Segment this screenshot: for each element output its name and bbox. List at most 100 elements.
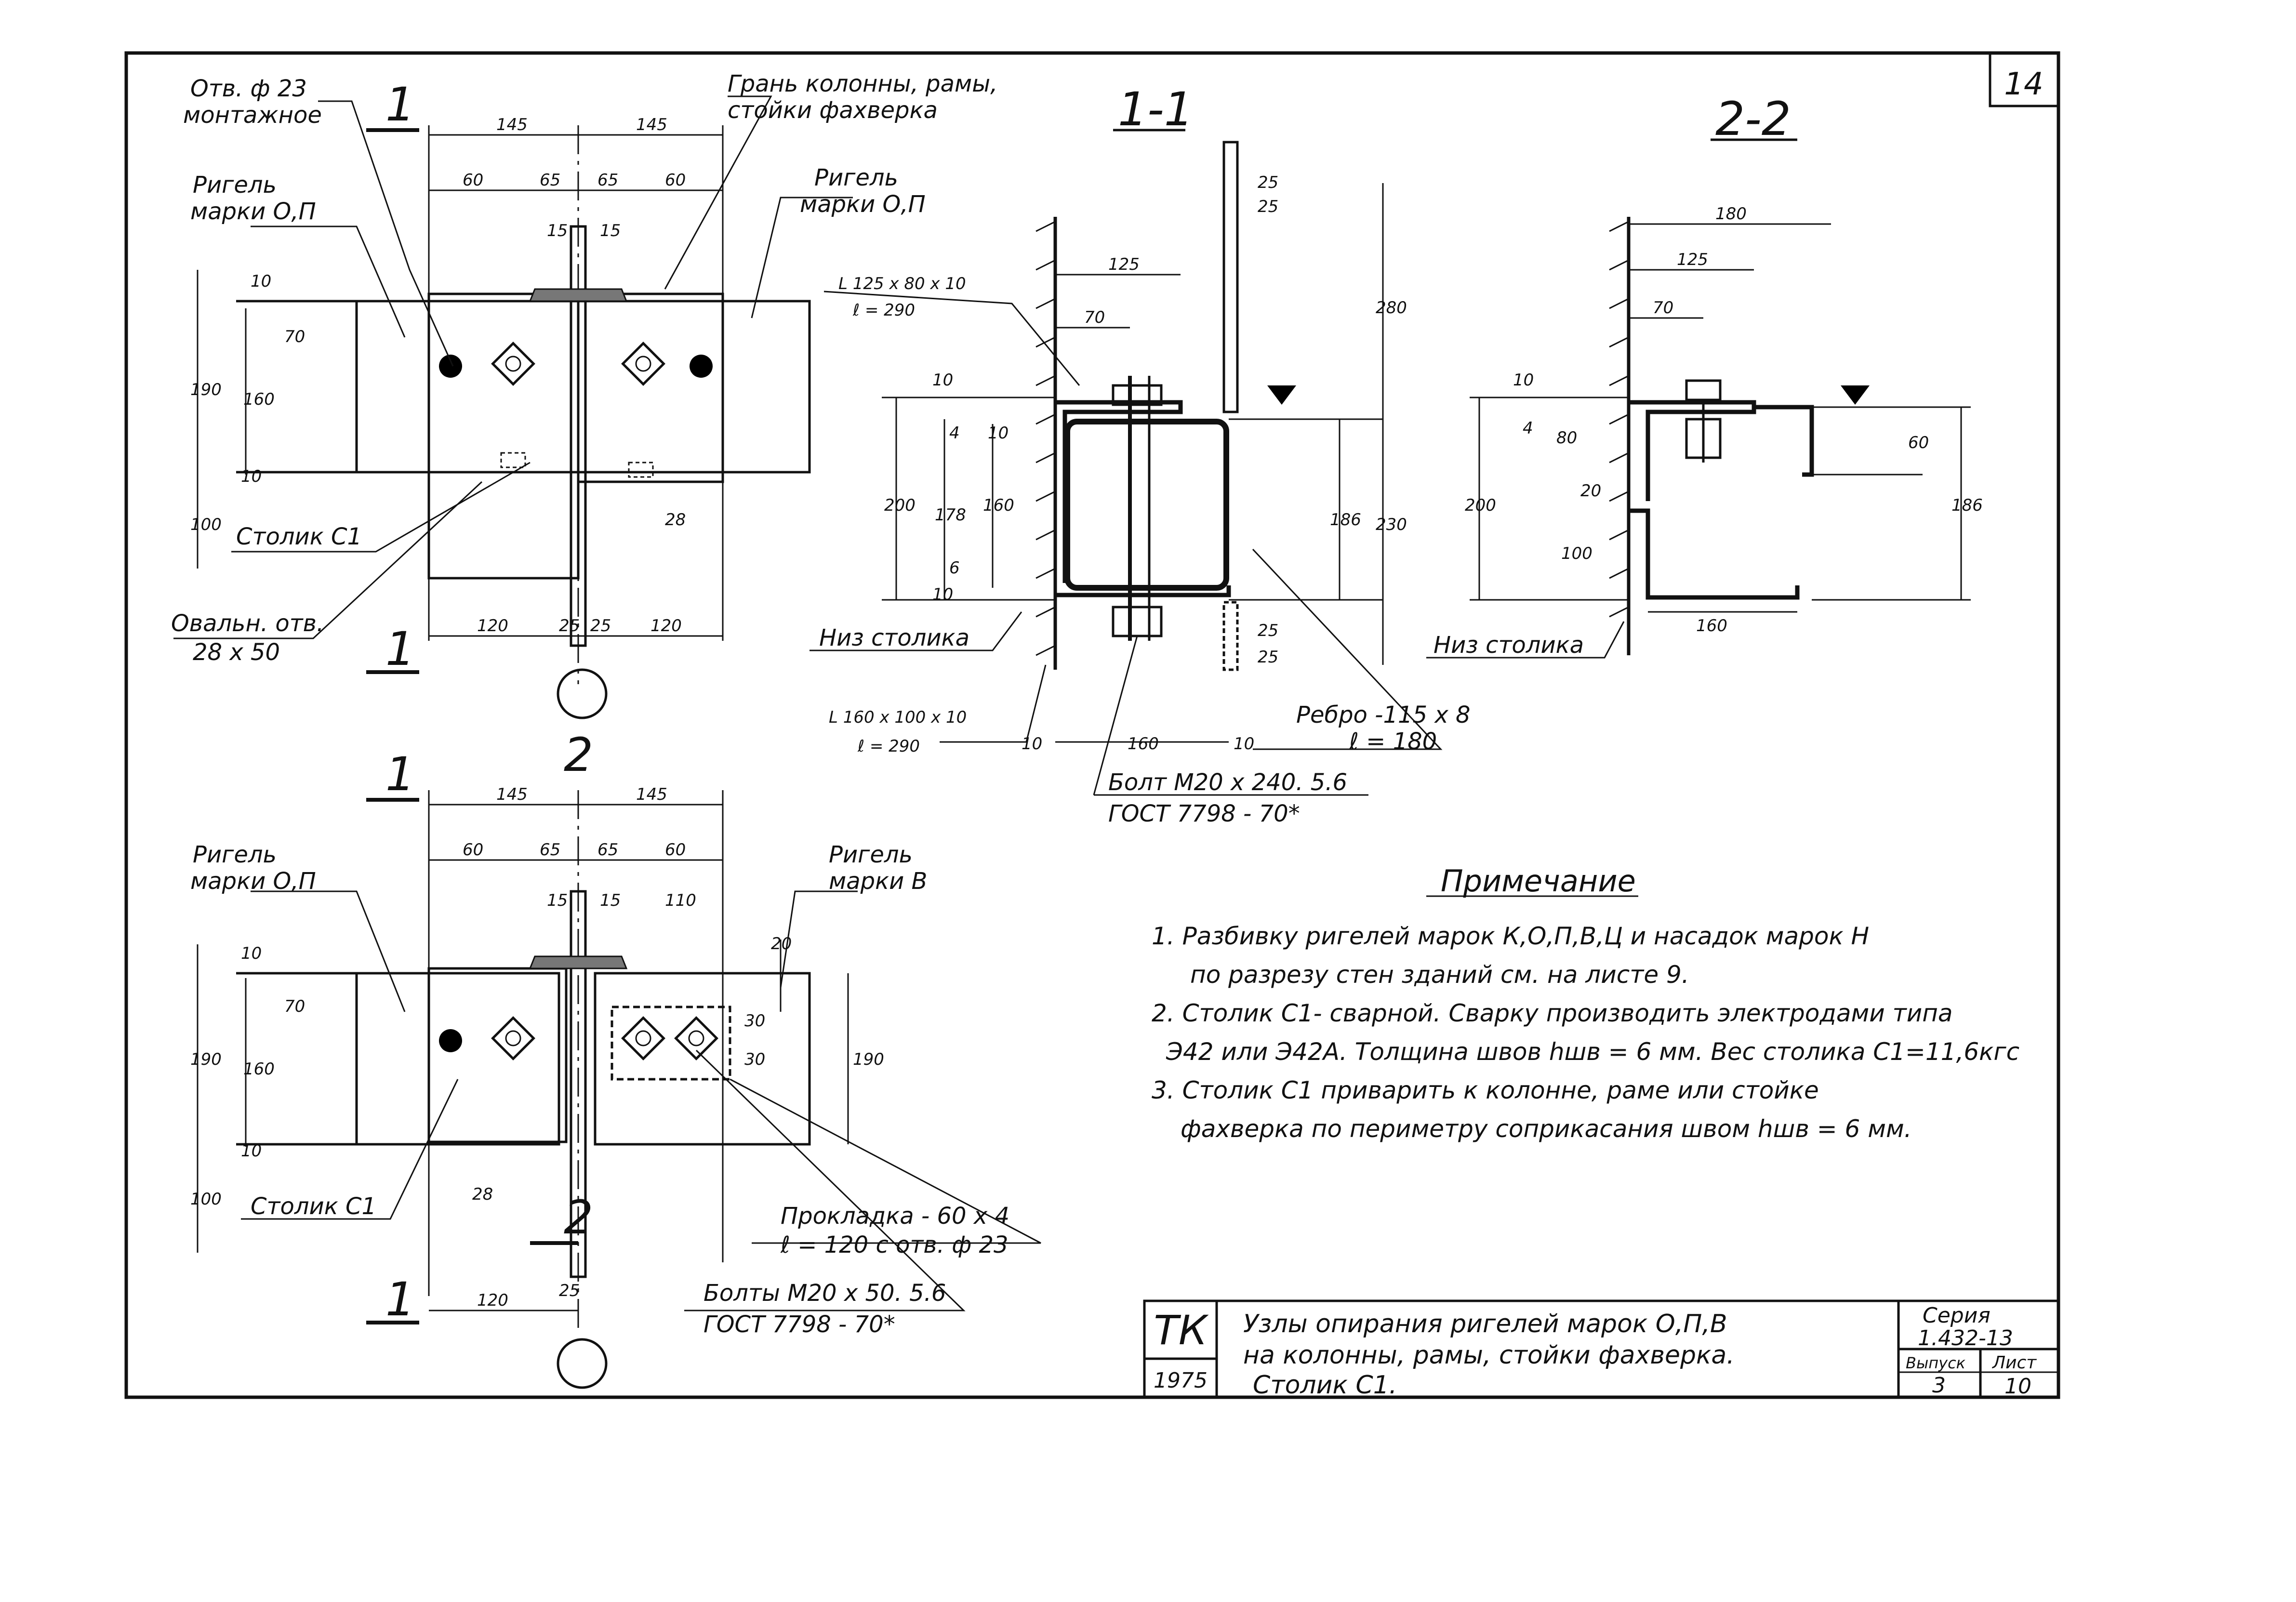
top-dim: 145 bbox=[496, 115, 528, 134]
sec22-dim: 160 bbox=[1696, 616, 1727, 636]
bottom-plan-view: 1 1 2 bbox=[197, 747, 1041, 1389]
top-dim: 65 bbox=[540, 171, 560, 190]
sec22-dim: 70 bbox=[1653, 298, 1673, 318]
top-table-label: Столик С1 bbox=[236, 523, 362, 550]
bottom-girder-left: Ригель bbox=[193, 841, 277, 868]
notes: Примечание 1. Разбивку ригелей марок К,О… bbox=[1152, 863, 2019, 1143]
top-oval-size: 28 х 50 bbox=[193, 639, 280, 666]
sec11-dim: 160 bbox=[983, 496, 1014, 515]
title-org: ТК bbox=[1154, 1307, 1209, 1354]
bottom-dim: 65 bbox=[540, 840, 560, 860]
bottom-bolts-gost: ГОСТ 7798 - 70* bbox=[703, 1311, 895, 1338]
section-2-2-dims: 180 125 70 10 4 80 20 200 100 60 186 160 bbox=[1465, 204, 1983, 636]
top-hole-sub: монтажное bbox=[183, 102, 322, 129]
sec11-bolt: Болт М20 х 240. 5.6 bbox=[1108, 769, 1347, 796]
sheet-frame bbox=[124, 51, 2060, 1399]
top-cut-mark-1: 1 bbox=[385, 78, 415, 132]
sec11-rib-len: ℓ = 180 bbox=[1349, 728, 1437, 755]
bottom-dim: 120 bbox=[477, 1291, 508, 1310]
sec11-dim: 200 bbox=[884, 496, 916, 515]
sheet-number: 10 bbox=[2004, 1374, 2031, 1399]
bottom-dim: 70 bbox=[284, 997, 305, 1016]
section-1-1 bbox=[810, 129, 1443, 796]
sec11-dim: 125 bbox=[1108, 255, 1140, 274]
sec11-dim: 10 bbox=[988, 424, 1009, 443]
bottom-dim: 145 bbox=[496, 785, 528, 804]
bottom-cut-mark-1b: 1 bbox=[385, 1272, 415, 1326]
top-dim: 120 bbox=[650, 616, 682, 636]
top-dim: 60 bbox=[463, 171, 483, 190]
top-dim: 10 bbox=[251, 272, 271, 291]
sec11-dim: 4 bbox=[949, 424, 960, 443]
bottom-dim: 10 bbox=[241, 944, 262, 963]
sec22-dim: 180 bbox=[1715, 204, 1747, 224]
sec11-bolt-gost: ГОСТ 7798 - 70* bbox=[1108, 800, 1300, 827]
bottom-dim: 30 bbox=[744, 1011, 765, 1031]
top-girder-right-mark: марки О,П bbox=[800, 191, 926, 218]
bottom-dim: 25 bbox=[559, 1281, 580, 1300]
sec11-dim: 10 bbox=[932, 371, 953, 390]
bottom-bolts-label: Болты М20 х 50. 5.6 bbox=[703, 1280, 946, 1307]
top-dim: 25 bbox=[559, 616, 580, 636]
sec11-dim: 6 bbox=[949, 558, 960, 578]
bottom-dim: 60 bbox=[665, 840, 686, 860]
top-girder-left: Ригель bbox=[193, 172, 277, 199]
sec11-dim: 25 bbox=[1258, 173, 1278, 192]
top-hole-label: Отв. ф 23 bbox=[190, 75, 307, 102]
bottom-pad-label: Прокладка - 60 х 4 bbox=[781, 1203, 1009, 1230]
note-line: 2. Столик С1- сварной. Сварку производит… bbox=[1152, 999, 1953, 1027]
sheet-label: Лист bbox=[1991, 1353, 2037, 1373]
top-dim: 65 bbox=[597, 171, 618, 190]
sec11-dim: 230 bbox=[1376, 515, 1407, 534]
bottom-dim: 28 bbox=[472, 1185, 493, 1204]
title-block: ТК 1975 Узлы опирания ригелей марок О,П,… bbox=[1143, 1299, 2060, 1400]
notes-title: Примечание bbox=[1441, 863, 1636, 899]
section-2-2-title: 2-2 bbox=[1715, 92, 1791, 146]
bottom-girder-left-mark: марки О,П bbox=[190, 868, 316, 895]
sec22-dim: 4 bbox=[1523, 419, 1533, 438]
sec11-dim: 10 bbox=[1022, 734, 1042, 754]
issue-label: Выпуск bbox=[1906, 1354, 1966, 1372]
title-year: 1975 bbox=[1154, 1368, 1208, 1393]
sec11-dim: 10 bbox=[1234, 734, 1254, 754]
sec22-dim: 100 bbox=[1561, 544, 1593, 563]
sec11-dim: 25 bbox=[1258, 197, 1278, 216]
sec11-dim: 280 bbox=[1376, 298, 1407, 318]
title-line-1: Узлы опирания ригелей марок О,П,В bbox=[1243, 1310, 1727, 1338]
bottom-cut-mark-2: 2 bbox=[564, 1191, 593, 1245]
bottom-dim: 15 bbox=[547, 891, 568, 910]
top-plan-view: 1 1 2 bbox=[173, 78, 853, 782]
sec22-dim: 10 bbox=[1513, 371, 1534, 390]
sec11-dim: 160 bbox=[1128, 734, 1159, 754]
bottom-dim: 15 bbox=[600, 891, 621, 910]
top-dim: 100 bbox=[190, 515, 222, 534]
title-line-2: на колонны, рамы, стойки фахверка. bbox=[1243, 1341, 1735, 1370]
sec11-dim: 186 bbox=[1330, 510, 1361, 530]
top-dim: 190 bbox=[190, 380, 222, 399]
sec22-dim: 186 bbox=[1951, 496, 1983, 515]
sec22-dim: 60 bbox=[1908, 433, 1929, 452]
top-dim: 160 bbox=[243, 390, 275, 409]
bottom-dim: 110 bbox=[665, 891, 696, 910]
bottom-dim: 190 bbox=[190, 1050, 222, 1069]
bottom-girder-right: Ригель bbox=[829, 841, 913, 868]
top-dim: 60 bbox=[665, 171, 686, 190]
issue-number: 3 bbox=[1932, 1373, 1946, 1398]
top-girder-left-mark: марки О,П bbox=[190, 198, 316, 225]
bottom-dim: 20 bbox=[771, 934, 792, 953]
bottom-dim: 30 bbox=[744, 1050, 765, 1069]
top-plan-dims: 145 145 60 65 65 60 15 15 10 70 190 160 … bbox=[190, 115, 686, 636]
top-cut-mark-2: 2 bbox=[564, 728, 593, 782]
bottom-pad-len: ℓ = 120 с отв. ф 23 bbox=[780, 1231, 1009, 1258]
sec22-dim: 200 bbox=[1465, 496, 1496, 515]
bottom-dim: 190 bbox=[853, 1050, 884, 1069]
sec11-angle-top: L 125 х 80 х 10 bbox=[838, 274, 966, 293]
top-dim: 120 bbox=[477, 616, 508, 636]
bottom-table-label: Столик С1 bbox=[251, 1193, 376, 1220]
page-number: 14 bbox=[2004, 66, 2043, 102]
bottom-cut-mark-1: 1 bbox=[385, 747, 415, 801]
sec11-dim: 25 bbox=[1258, 621, 1278, 640]
note-line: 1. Разбивку ригелей марок К,О,П,В,Ц и на… bbox=[1152, 922, 1869, 950]
